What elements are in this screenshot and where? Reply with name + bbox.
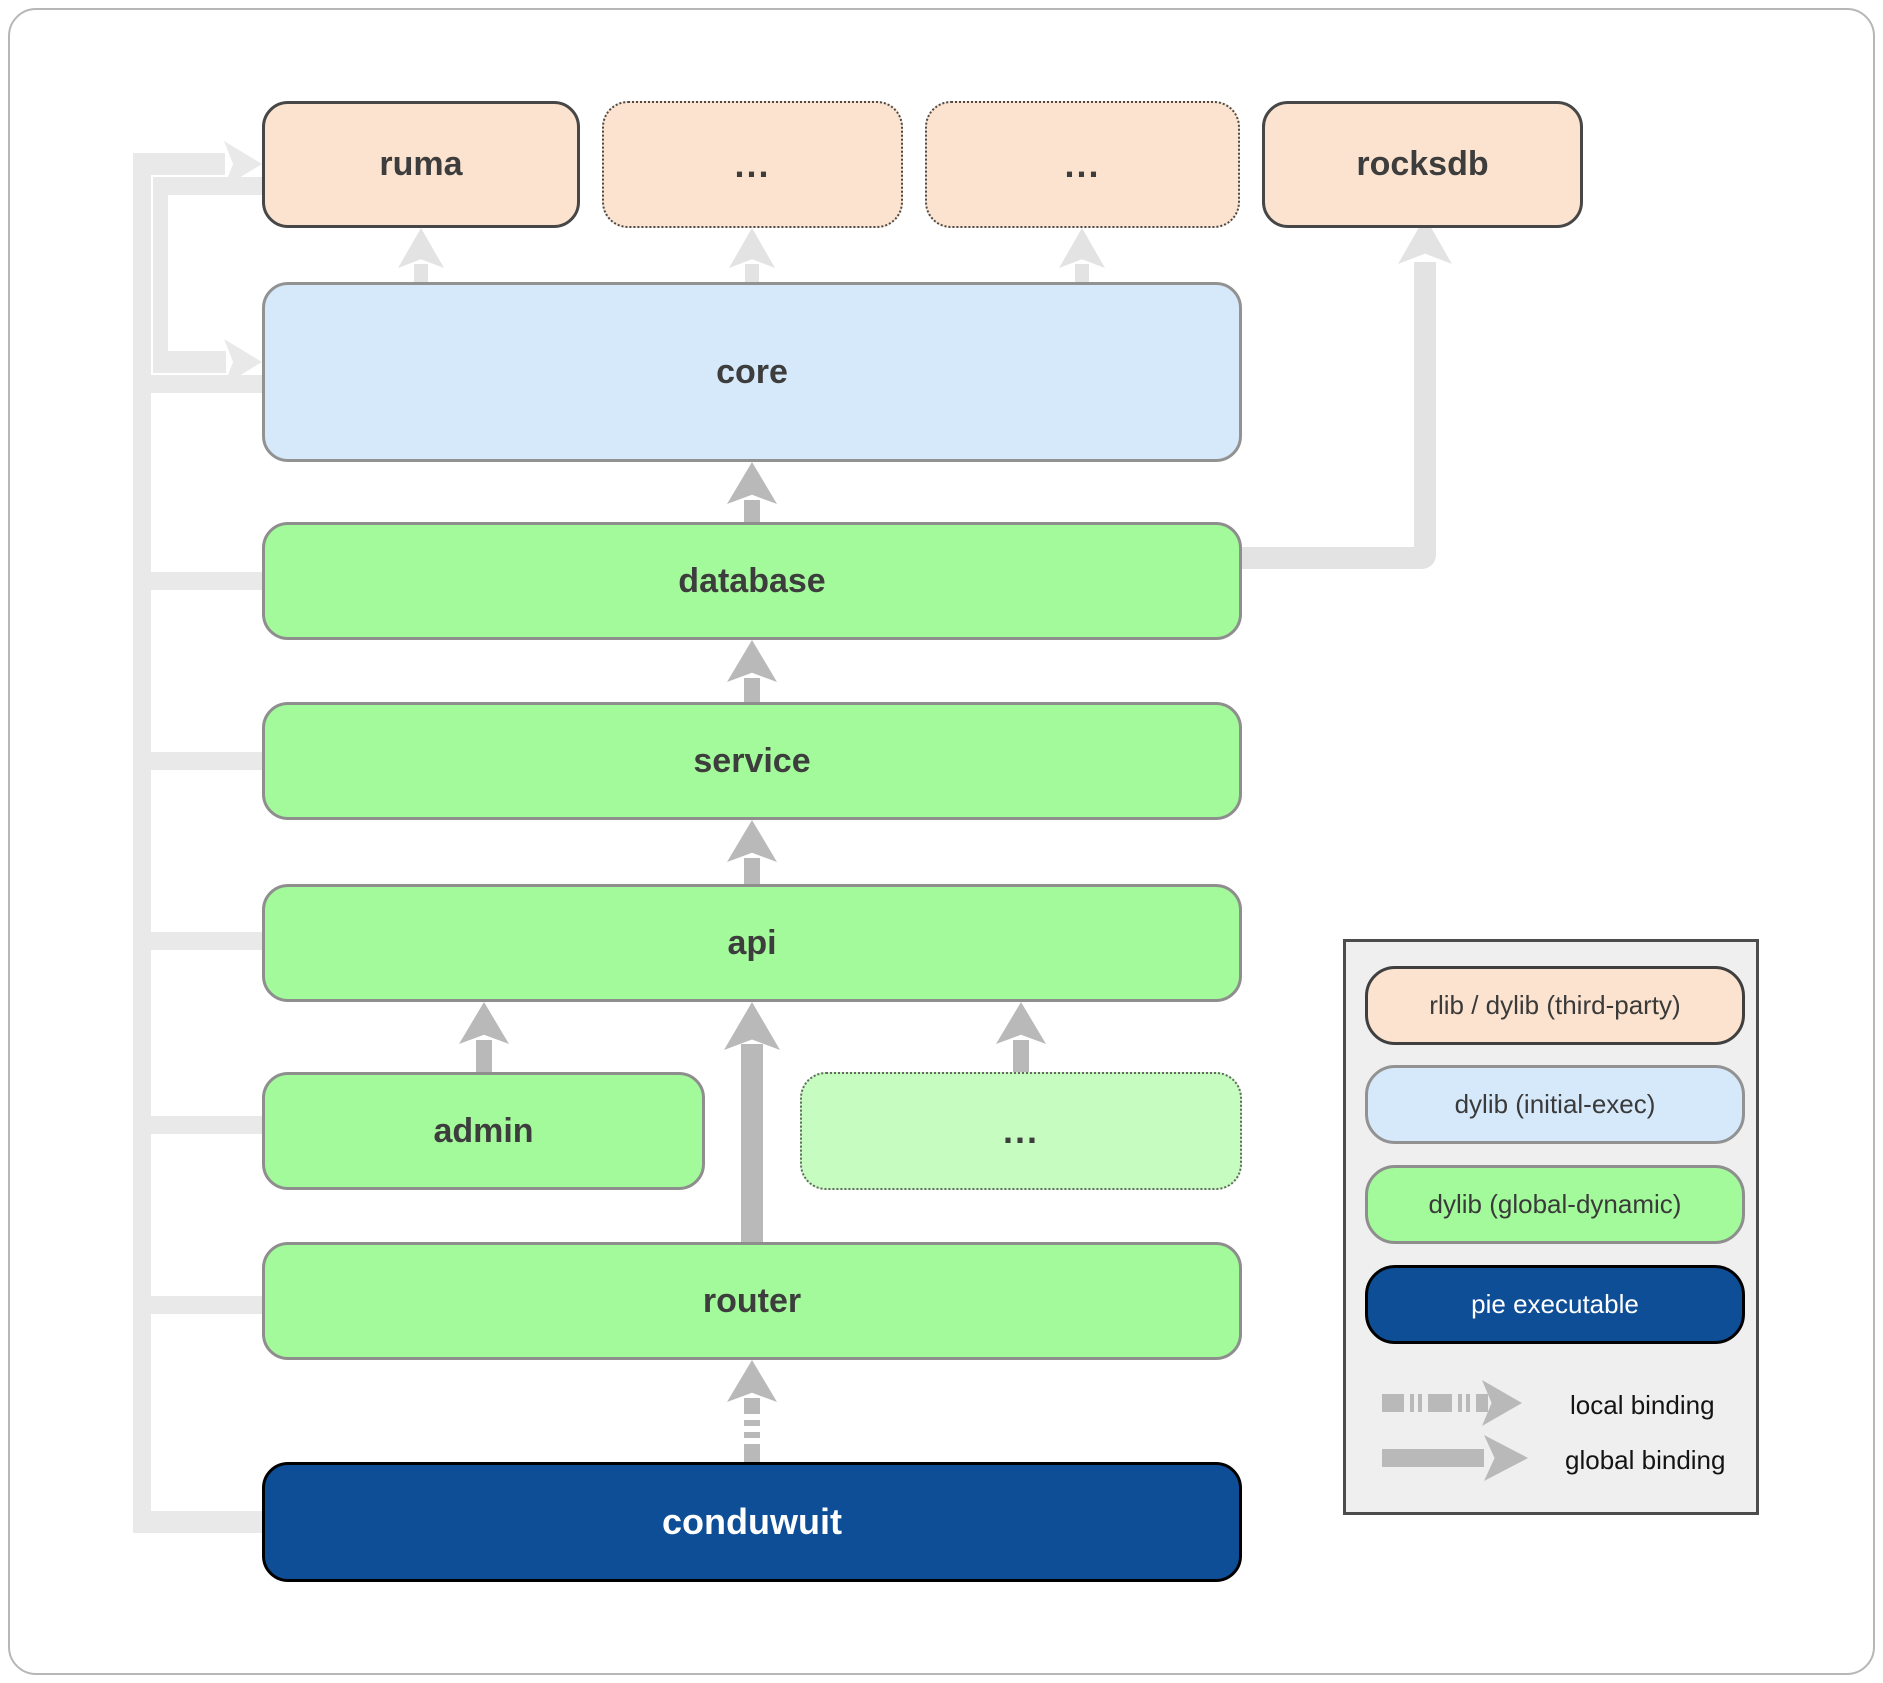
legend-local-binding-label: local binding [1570,1390,1715,1420]
node-admin-label: admin [433,1111,534,1150]
stub-api [133,932,262,950]
node-admin: admin [262,1072,705,1190]
node-rocksdb: rocksdb [1262,101,1583,228]
node-rocksdb-label: rocksdb [1356,145,1489,183]
legend-item-global-dynamic: dylib (global-dynamic) [1365,1165,1745,1244]
legend-item-third-party-label: rlib / dylib (third-party) [1429,990,1681,1020]
node-core: core [262,282,1242,462]
node-core-label: core [716,352,788,391]
node-third-party-a-label: ... [734,143,771,185]
legend: rlib / dylib (third-party) dylib (initia… [1343,939,1759,1515]
stub-service [133,752,262,770]
legend-global-binding-label: global binding [1565,1445,1726,1475]
legend-item-initial-exec-label: dylib (initial-exec) [1454,1089,1656,1119]
node-router: router [262,1242,1242,1360]
node-ruma: ruma [262,101,580,228]
stub-router [133,1296,262,1314]
node-conduwuit-label: conduwuit [662,1501,842,1542]
node-database-label: database [678,561,826,600]
legend-item-pie-executable-label: pie executable [1471,1289,1639,1319]
node-api: api [262,884,1242,1002]
legend-item-third-party: rlib / dylib (third-party) [1365,966,1745,1045]
node-ruma-label: ruma [379,145,463,183]
node-third-party-b-label: ... [1064,143,1101,185]
legend-item-pie-executable: pie executable [1365,1265,1745,1344]
node-conduwuit: conduwuit [262,1462,1242,1582]
node-api-extra: ... [800,1072,1242,1190]
node-database: database [262,522,1242,640]
node-api-label: api [727,923,777,962]
node-third-party-b: ... [925,101,1240,228]
stub-admin [133,1116,262,1134]
stub-database [133,572,262,590]
node-service-label: service [693,741,811,780]
legend-item-global-dynamic-label: dylib (global-dynamic) [1428,1189,1682,1219]
node-third-party-a: ... [602,101,903,228]
legend-item-initial-exec: dylib (initial-exec) [1365,1065,1745,1144]
node-api-extra-label: ... [1002,1110,1039,1151]
node-service: service [262,702,1242,820]
node-router-label: router [702,1281,802,1320]
